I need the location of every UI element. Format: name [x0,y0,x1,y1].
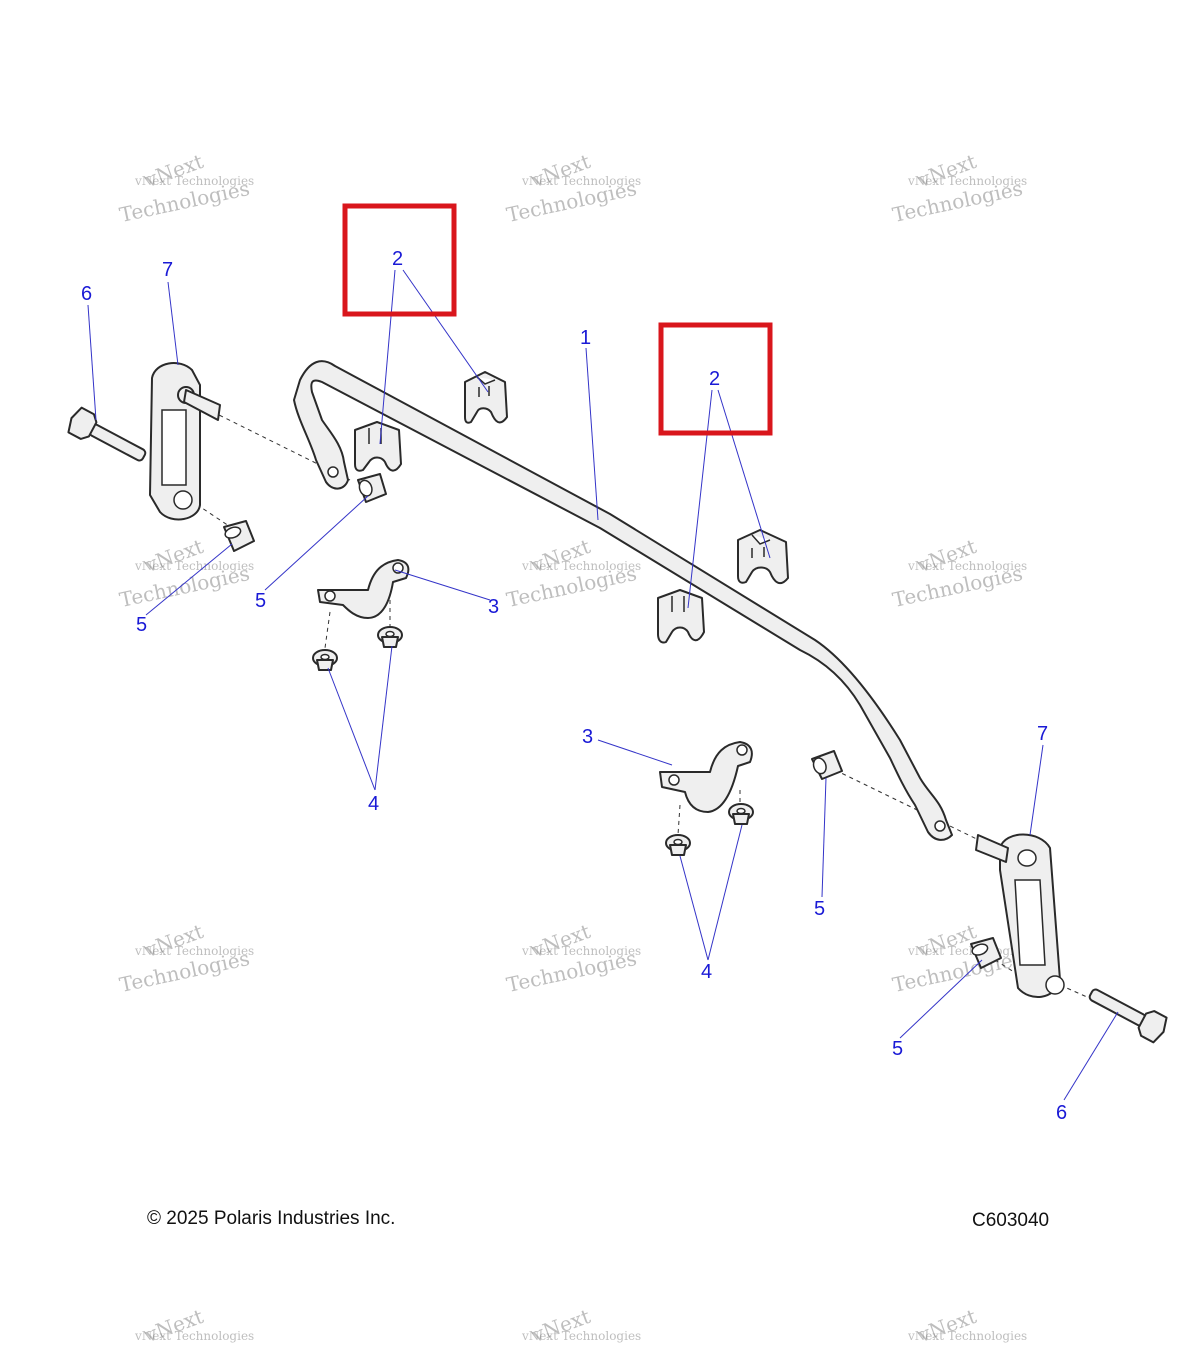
bolt[interactable] [65,406,151,469]
watermark: vNext vNext Technologies [134,1304,254,1347]
callout-5[interactable]: 5 [814,898,825,920]
clamp[interactable] [659,741,753,813]
callout-1[interactable]: 1 [580,327,591,349]
flange-nut[interactable] [665,834,691,856]
stabilizer-link[interactable] [975,833,1065,999]
clamp[interactable] [317,559,410,619]
stabilizer-bar[interactable] [293,360,953,841]
sleeve[interactable] [970,937,1002,969]
watermark: vNext vNext Technologies Technologies [890,919,1027,997]
svg-text:vNext Technologies: vNext Technologies [134,174,254,188]
watermark: vNext vNext Technologies Technologies [117,149,254,227]
callout-6[interactable]: 6 [81,283,92,305]
callout-6[interactable]: 6 [1056,1102,1067,1124]
bushing[interactable] [657,589,705,644]
flange-nut[interactable] [377,626,403,648]
stabilizer-link[interactable] [149,362,221,521]
watermark: vNext vNext Technologies Technologies [504,919,641,997]
svg-text:vNext Technologies: vNext Technologies [134,1329,254,1343]
callout-4[interactable]: 4 [701,961,712,983]
sleeve[interactable] [357,473,387,503]
assembly-lines [189,407,1106,1006]
bushing[interactable] [464,371,508,424]
watermark: vNext vNext Technologies Technologies [117,919,254,997]
callout-4[interactable]: 4 [368,793,379,815]
callout-7[interactable]: 7 [1037,723,1048,745]
watermark: vNext vNext Technologies Technologies [504,534,641,612]
highlight-box [342,203,457,317]
bolt[interactable] [1085,981,1171,1044]
watermark: vNext vNext Technologies Technologies [504,149,641,227]
svg-text:vNext Technologies: vNext Technologies [907,174,1027,188]
callout-5[interactable]: 5 [136,614,147,636]
callout-2[interactable]: 2 [392,248,403,270]
callout-5[interactable]: 5 [892,1038,903,1060]
svg-text:vNext Technologies: vNext Technologies [521,944,641,958]
bushing[interactable] [737,529,789,585]
svg-text:vNext Technologies: vNext Technologies [134,944,254,958]
svg-text:vNext Technologies: vNext Technologies [521,1329,641,1343]
callout-3[interactable]: 3 [582,726,593,748]
leader-lines [87,269,1119,1101]
callout-7[interactable]: 7 [162,259,173,281]
watermark: vNext vNext Technologies [907,1304,1027,1347]
watermark: vNext vNext Technologies Technologies [890,149,1027,227]
figure-code: C603040 [972,1210,1050,1231]
callouts: 1 2 2 3 3 4 4 5 5 5 5 6 6 7 7 [81,248,1067,1124]
svg-text:vNext Technologies: vNext Technologies [907,1329,1027,1343]
watermark: vNext vNext Technologies Technologies [890,534,1027,612]
flange-nut[interactable] [312,649,338,671]
copyright-text: © 2025 Polaris Industries Inc. [147,1208,396,1229]
sleeve[interactable] [811,750,843,780]
svg-text:vNext Technologies: vNext Technologies [521,559,641,573]
watermark: vNext vNext Technologies [521,1304,641,1347]
highlight-box [658,322,773,436]
flange-nut[interactable] [728,803,754,825]
bushing[interactable] [354,421,402,472]
bar-end-hole [934,820,946,832]
bar-end-hole [327,466,339,478]
sleeve[interactable] [223,520,255,552]
svg-text:vNext Technologies: vNext Technologies [907,559,1027,573]
callout-2[interactable]: 2 [709,368,720,390]
svg-text:vNext Technologies: vNext Technologies [521,174,641,188]
callout-3[interactable]: 3 [488,596,499,618]
callout-5[interactable]: 5 [255,590,266,612]
svg-text:vNext Technologies: vNext Technologies [134,559,254,573]
